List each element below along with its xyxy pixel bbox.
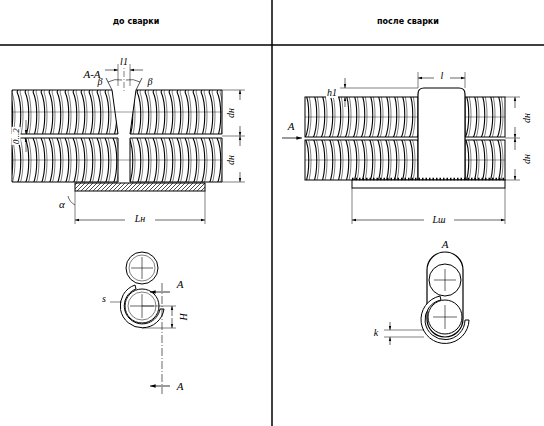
column-heading: до сварки (112, 18, 161, 26)
backing-plate (75, 183, 205, 191)
dimension-label: dн (522, 112, 532, 124)
weld-seam (418, 88, 465, 180)
dimension-label: dн (226, 107, 236, 119)
section-mark: А (176, 381, 185, 392)
dimension-label: h1 (326, 88, 338, 98)
weld-bead (352, 178, 505, 181)
dimension-label: l1 (119, 57, 129, 67)
dimension-label: Lш (431, 215, 446, 225)
dimension-label: Н (179, 312, 189, 321)
section-mark: А (176, 279, 185, 290)
column-heading: после сварки (376, 18, 440, 26)
angle-label: α (58, 199, 66, 210)
dimension-label: l (440, 71, 445, 81)
rebar-before (12, 90, 222, 182)
backing-plate (352, 180, 505, 188)
section-before (120, 252, 164, 328)
dimension-label: s (101, 294, 107, 304)
section-mark: А (287, 121, 296, 132)
dimension-label: Lн (134, 214, 147, 224)
rebar-after (305, 97, 505, 180)
section-after (421, 252, 469, 343)
angle-label: β (97, 77, 104, 87)
angle-label: β (147, 77, 154, 87)
dimension-label: k (373, 328, 379, 338)
dimension-label: dн (226, 154, 236, 166)
dimension-label: 0...2 (12, 127, 21, 145)
divider (271, 0, 273, 426)
dimension-label: dн (522, 153, 532, 165)
section-mark: А (441, 239, 450, 250)
